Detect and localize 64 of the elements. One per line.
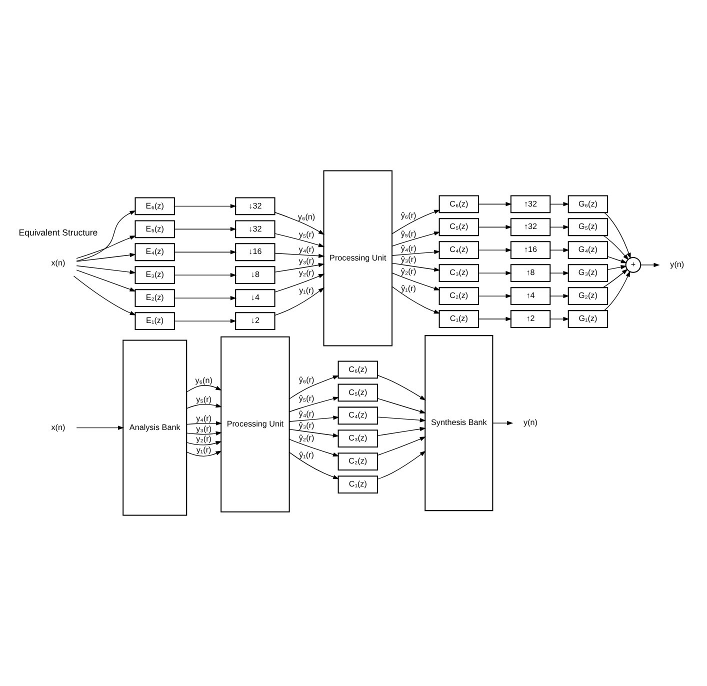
arrow — [607, 265, 627, 270]
arrow — [186, 385, 222, 392]
arrow — [478, 270, 512, 276]
arrow — [377, 375, 426, 401]
arrow — [392, 262, 440, 272]
arrow — [73, 276, 136, 316]
arrow — [478, 202, 512, 206]
arrow — [478, 224, 512, 230]
arrow — [492, 420, 514, 426]
arrow — [478, 316, 512, 322]
arrow — [602, 268, 628, 288]
arrow — [640, 262, 660, 268]
arrow — [76, 265, 136, 274]
arrow — [392, 272, 440, 290]
arrow — [604, 270, 630, 311]
arrow — [289, 452, 340, 480]
arrow — [76, 426, 124, 430]
arrow — [478, 294, 512, 298]
arrow — [186, 441, 222, 446]
arrow — [289, 396, 340, 412]
arrow — [186, 403, 222, 409]
arrow — [174, 296, 236, 300]
arrow — [550, 202, 570, 206]
arrow — [274, 252, 325, 258]
arrow — [392, 231, 440, 246]
arrow — [76, 270, 136, 292]
label: Equivalent Structure — [18, 228, 98, 238]
arrow — [186, 450, 222, 456]
arrow — [392, 250, 440, 256]
arrow — [478, 248, 512, 252]
arrow — [76, 236, 136, 259]
arrow — [550, 270, 570, 276]
arrow — [174, 204, 236, 208]
arrow — [174, 318, 236, 324]
arrow — [274, 262, 325, 272]
arrow — [274, 233, 325, 248]
arrow — [289, 416, 340, 422]
arrow — [392, 286, 440, 314]
arrow — [377, 450, 426, 480]
arrow — [604, 212, 631, 259]
arrow — [76, 252, 136, 262]
arrow — [377, 436, 426, 456]
arrow — [603, 235, 629, 260]
arrow — [607, 256, 628, 264]
arrow — [186, 421, 222, 426]
arrow — [289, 375, 340, 400]
arrow — [174, 227, 236, 232]
arrow — [174, 250, 236, 254]
arrow — [377, 416, 426, 422]
arrow — [377, 398, 426, 414]
arrow — [550, 248, 570, 252]
arrow — [289, 438, 340, 457]
arrow — [377, 426, 426, 436]
arrow — [274, 212, 325, 235]
arrow — [289, 428, 340, 438]
arrow — [174, 272, 236, 278]
arrow — [550, 316, 570, 322]
arrow — [76, 210, 136, 262]
arrow — [186, 431, 222, 436]
arrow — [274, 274, 325, 292]
arrow — [550, 294, 570, 298]
arrow — [550, 224, 570, 230]
arrow — [274, 287, 324, 316]
arrow — [392, 210, 440, 234]
